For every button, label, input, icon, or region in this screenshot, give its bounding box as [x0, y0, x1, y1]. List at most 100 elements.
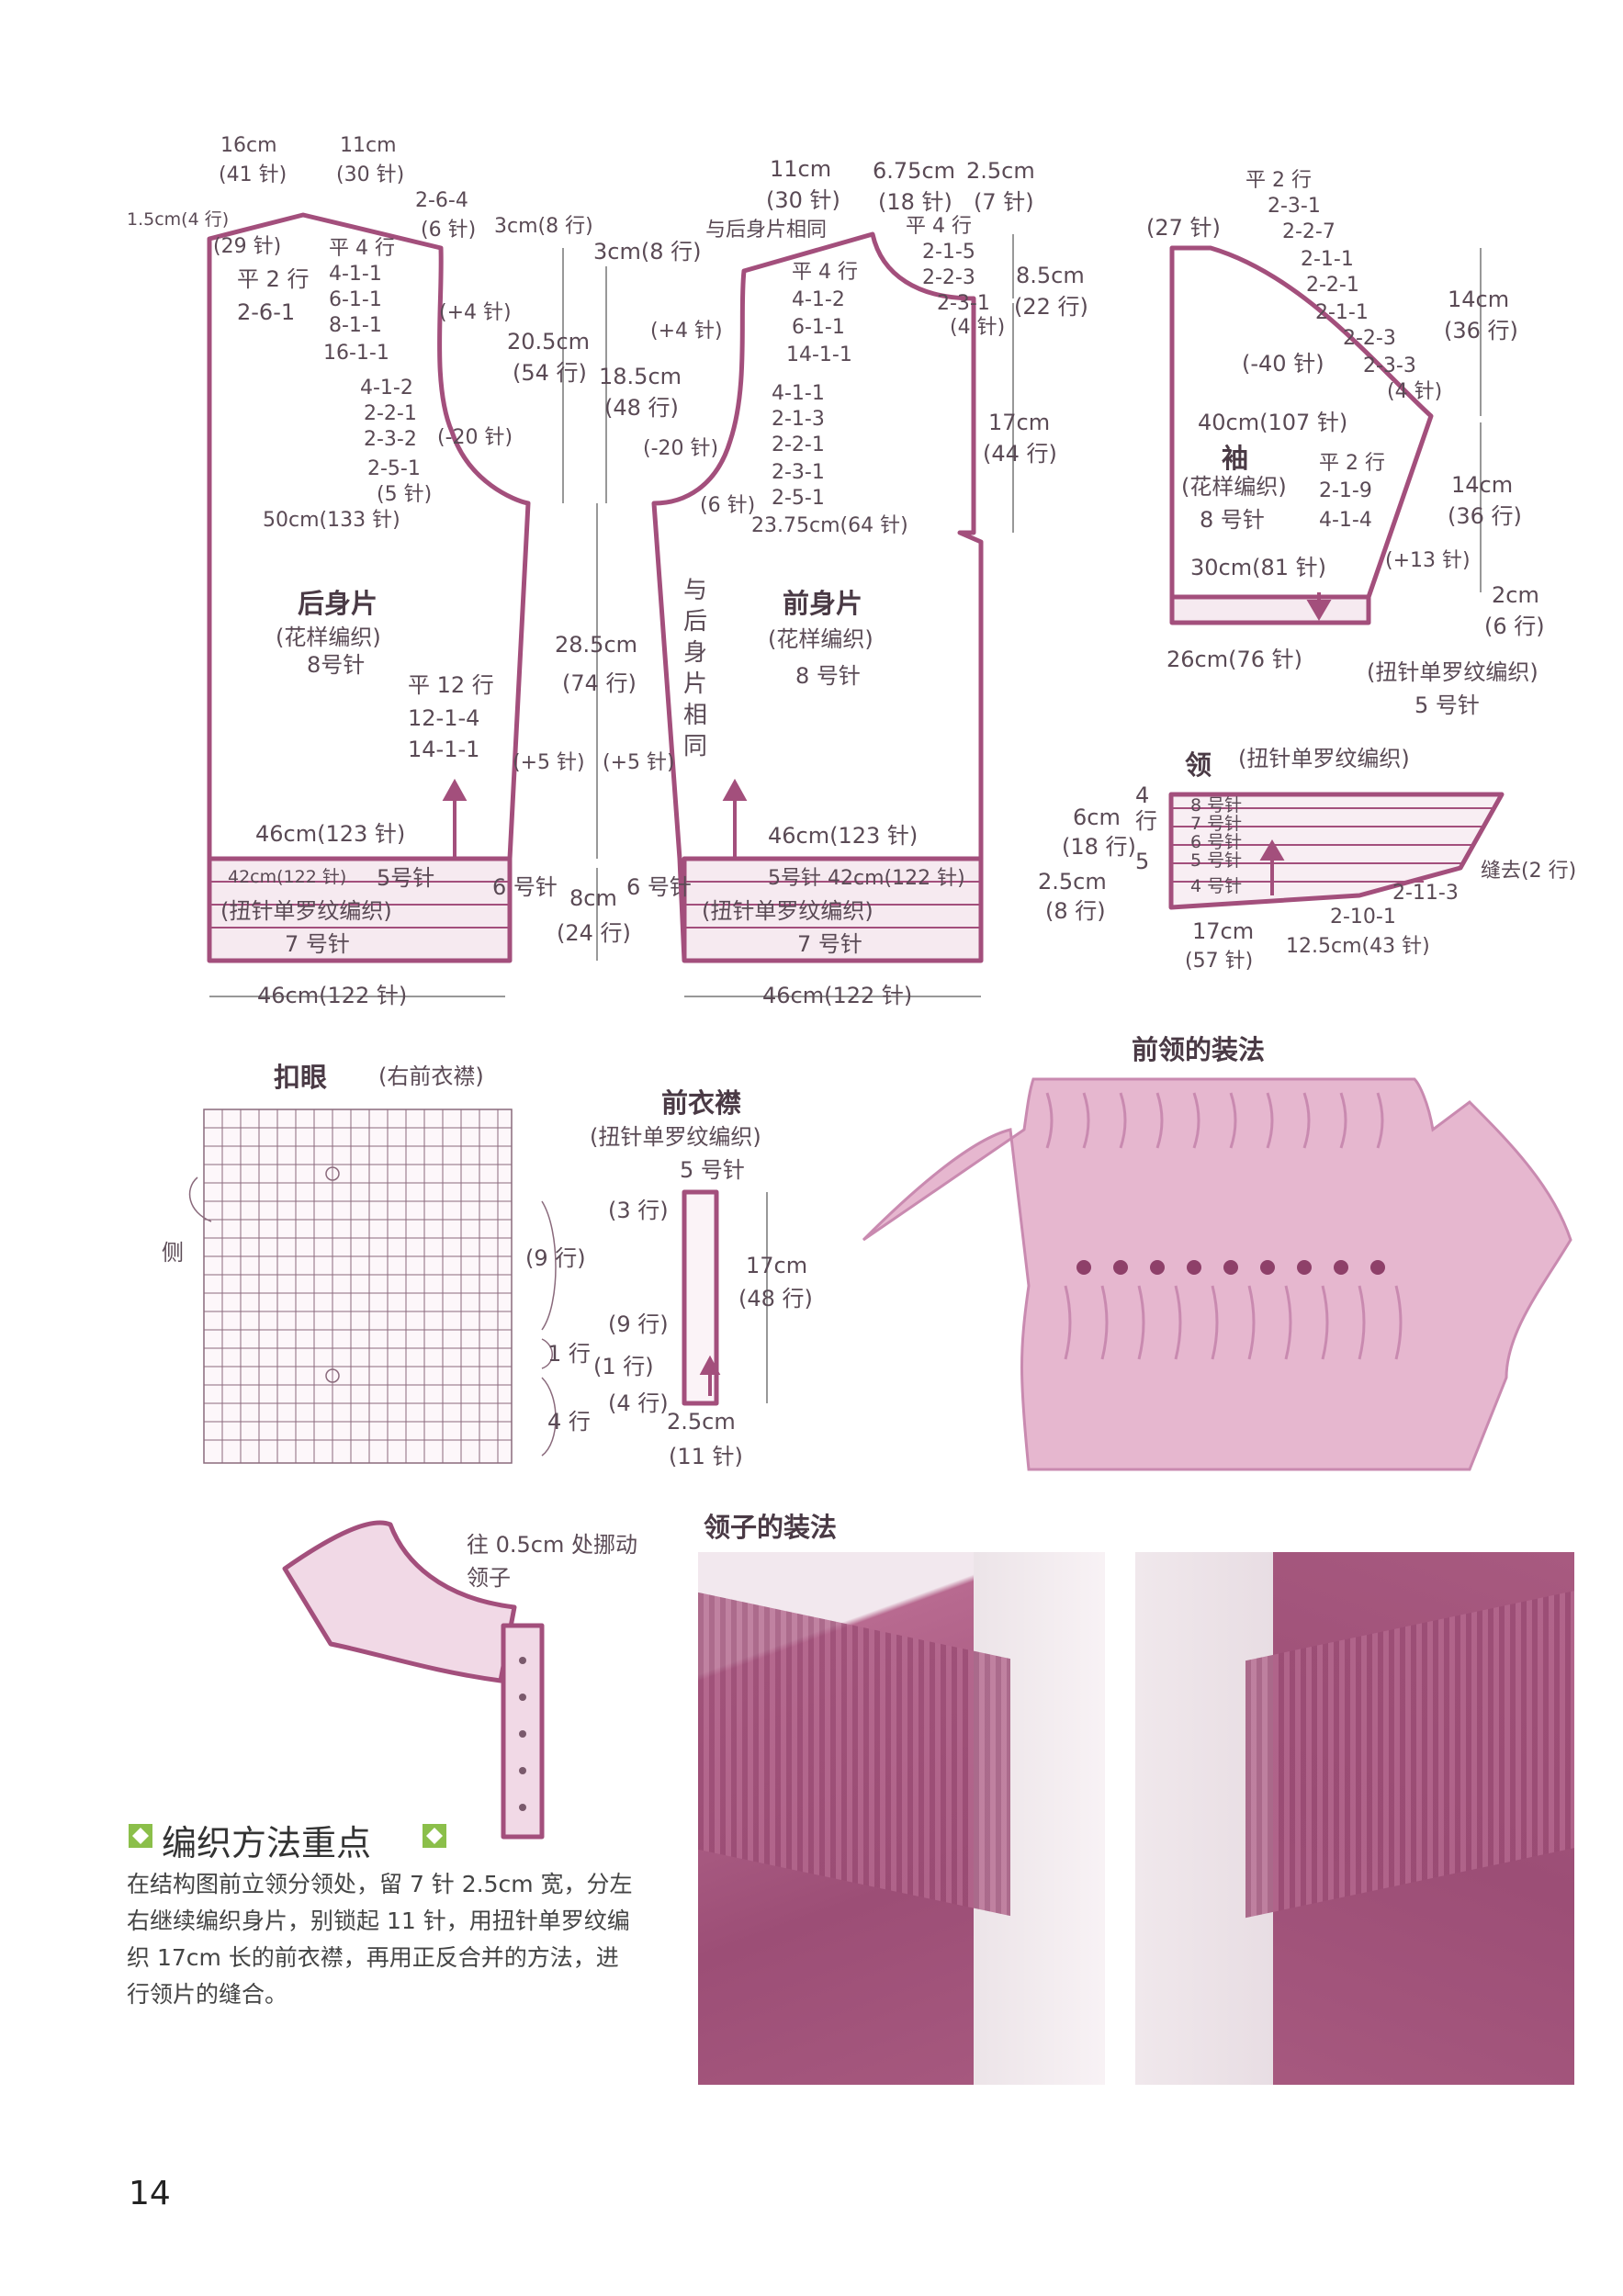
back-shoulder-2: 6-1-1 [329, 288, 382, 311]
placket-rows-48: (48 行) [738, 1286, 813, 1311]
back-minus20: (-20 针) [437, 426, 513, 449]
back-armhole-2: 2-3-2 [364, 428, 417, 451]
back-armhole-rows: (54 行) [513, 360, 587, 386]
back-rib-needle7: 7 号针 [285, 931, 350, 957]
sleeve-top-sts: (27 针) [1146, 215, 1221, 241]
sleeve-plus13: (+13 针) [1385, 549, 1471, 572]
back-neck-dec: 2-6-4 [415, 189, 468, 212]
collar-needle-7: 7 号针 [1190, 814, 1243, 834]
front-armhole-1: 2-1-3 [772, 408, 825, 431]
placket-needle: 5 号针 [680, 1157, 745, 1183]
back-hem-width: 46cm(122 针) [257, 983, 408, 1008]
sleeve-cuff-rows: (6 行) [1484, 613, 1545, 639]
front-shoulder-2: 6-1-1 [792, 316, 845, 339]
buttonhole-title: 扣眼 [274, 1062, 328, 1093]
back-shoulder2-0: 平 2 行 [237, 266, 310, 292]
placket-sts: (11 针) [669, 1444, 743, 1469]
front-title: 前身片 [783, 588, 863, 619]
sleeve-outline [1169, 245, 1434, 623]
back-shoulder-1: 4-1-1 [329, 263, 382, 286]
placket-rows-9: (9 行) [608, 1311, 669, 1337]
sleeve-cuff-top-width: 30cm(81 针) [1190, 555, 1327, 580]
back-hip-width: 46cm(123 针) [255, 821, 406, 847]
front-shoulder-3: 14-1-1 [786, 343, 852, 366]
back-armhole-height: 20.5cm [507, 329, 591, 355]
front-collar-method-title: 前领的装法 [1132, 1034, 1266, 1065]
collar-height-rows: (18 行) [1062, 834, 1136, 860]
collar-needle-5: 5 号针 [1190, 850, 1243, 871]
buttonhole-rows-4: 4 行 [547, 1409, 591, 1435]
front-shoulder-sts: (18 针) [878, 189, 952, 215]
back-side-sts: (29 针) [213, 235, 282, 258]
back-neck-dec-sts: (6 针) [421, 219, 477, 242]
buttonhole-chart [203, 1109, 513, 1464]
back-rib-label: (扭针单罗纹编织) [220, 898, 392, 924]
key-points-title: 编织方法重点 [162, 1823, 372, 1863]
front-armhole-3: 2-3-1 [772, 461, 825, 484]
collar-needle-8: 8 号针 [1190, 795, 1243, 816]
front-placket-sts: (7 针) [974, 189, 1034, 215]
back-bust-width: 50cm(133 针) [263, 509, 400, 532]
back-plus5: (+5 针) [513, 751, 585, 774]
front-side-rows: (44 行) [983, 441, 1057, 467]
collar-rows-xing: 行 [1135, 808, 1157, 834]
back-needle: 8号针 [307, 652, 366, 678]
sleeve-inc-0: 平 2 行 [1319, 452, 1385, 475]
placket-title: 前衣襟 [661, 1087, 742, 1119]
placket-rows-1: (1 行) [593, 1354, 654, 1379]
sleeve-cuff-height: 2cm [1492, 582, 1539, 608]
back-shoulder-3: 8-1-1 [329, 314, 382, 337]
back-shoulder-4: 16-1-1 [323, 342, 389, 365]
front-piece-outline [651, 231, 984, 962]
front-shoulder-1: 4-1-2 [792, 288, 845, 311]
front-rib-label: (扭针单罗纹编织) [702, 898, 873, 924]
collar-rows-4: 4 [1135, 782, 1150, 808]
sleeve-cap-5: 2-1-1 [1315, 301, 1369, 324]
back-rib-needle5: 5号针 [377, 865, 435, 891]
front-neck-3: 2-3-1 [937, 292, 990, 315]
rib-rows: (24 行) [557, 920, 631, 946]
back-plus4: (+4 针) [439, 301, 512, 324]
collar-lower-height: 2.5cm [1038, 869, 1107, 895]
placket-pattern: (扭针单罗纹编织) [590, 1124, 761, 1150]
sleeve-cuff-label: (扭针单罗纹编织) [1367, 659, 1538, 685]
buttonhole-subtitle: (右前衣襟) [378, 1064, 484, 1089]
sleeve-cuff-width: 26cm(76 针) [1167, 647, 1303, 672]
front-armhole-4: 2-5-1 [772, 487, 825, 510]
front-pattern: (花样编织) [768, 626, 873, 652]
sleeve-lower-rows: (36 行) [1448, 503, 1522, 529]
front-armhole-rows: (48 行) [604, 395, 679, 421]
sleeve-inc-2: 4-1-4 [1319, 509, 1372, 532]
sleeve-needle: 8 号针 [1200, 507, 1265, 533]
back-armhole-1: 2-2-1 [364, 402, 417, 425]
sleeve-cap-0: 平 2 行 [1245, 169, 1312, 192]
sleeve-pattern: (花样编织) [1181, 474, 1287, 500]
front-plus6: (6 针) [700, 494, 756, 517]
back-shoulder-sts: (41 针) [219, 163, 287, 186]
back-neck-rows: 3cm(8 行) [494, 215, 593, 238]
back-body-rows: (74 行) [562, 670, 637, 696]
front-rib-needle7: 7 号针 [797, 931, 862, 957]
back-side-1: 12-1-4 [408, 705, 480, 731]
front-neck-0: 平 4 行 [906, 215, 972, 238]
front-vertical-same: 与后身片相同 [682, 577, 707, 760]
back-pattern: (花样编织) [276, 625, 381, 650]
front-hip-width: 46cm(123 针) [768, 823, 919, 849]
collar-dec-2: 2-10-1 [1330, 906, 1396, 929]
placket-width: 2.5cm [667, 1409, 736, 1435]
sleeve-cap-2: 2-2-7 [1282, 220, 1336, 243]
front-plus5: (+5 针) [603, 751, 675, 774]
buttonhole-rows-9: (9 行) [525, 1245, 586, 1271]
collar-lower-rows: (8 行) [1045, 898, 1106, 924]
collar-bind-off: 缝去(2 行) [1481, 860, 1577, 883]
front-neck-2: 2-2-3 [922, 266, 975, 289]
back-title: 后身片 [298, 588, 378, 619]
front-center-width: 23.75cm(64 针) [751, 514, 908, 537]
front-rib-width: 5号针 42cm(122 针) [768, 867, 965, 890]
back-piece-outline [207, 212, 531, 961]
buttonhole-rows-1: 1 行 [547, 1341, 591, 1367]
key-icons [129, 1824, 446, 1848]
front-plus4: (+4 针) [650, 320, 723, 343]
sleeve-width: 40cm(107 针) [1198, 410, 1348, 435]
